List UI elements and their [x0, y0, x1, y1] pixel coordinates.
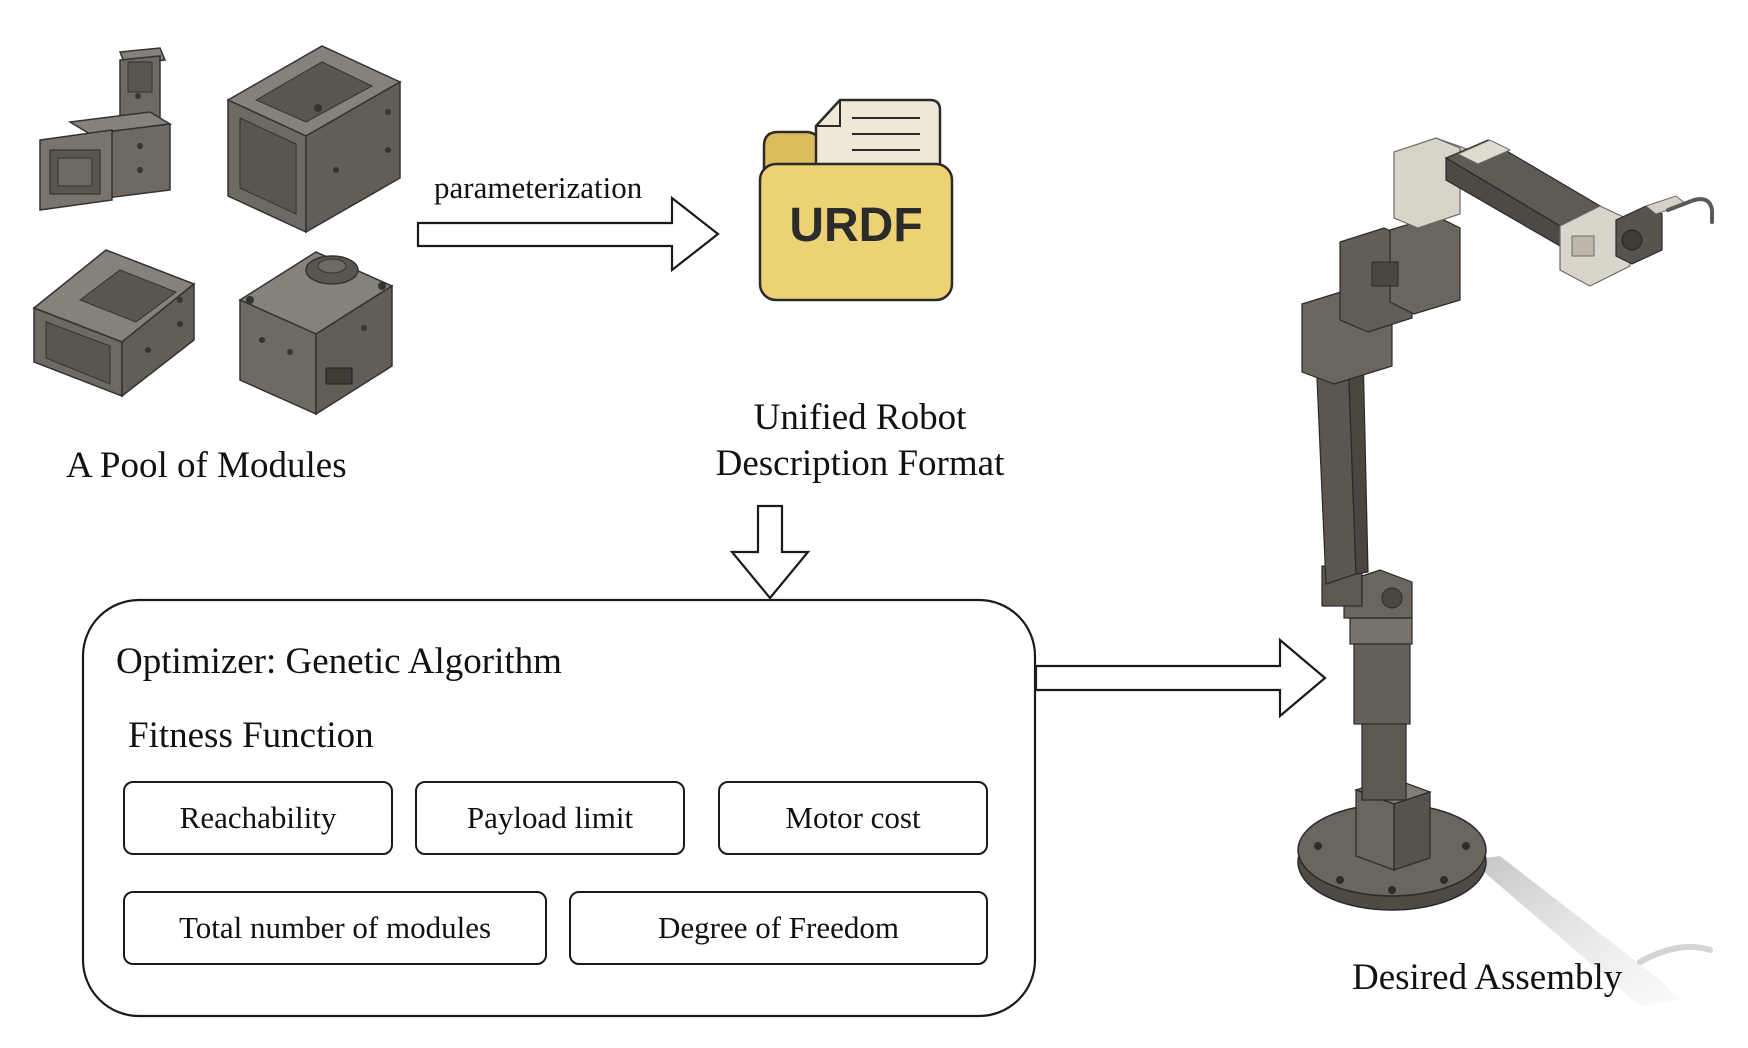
urdf-caption-line1: Unified Robot: [753, 397, 967, 438]
parameterization-arrow: [416, 195, 720, 273]
optimizer-title: Optimizer: Genetic Algorithm: [116, 641, 562, 682]
module-hollow-cube-icon: [226, 45, 402, 234]
criterion-payload-limit: Payload limit: [415, 781, 685, 855]
module-motor-icon: [238, 251, 394, 416]
criterion-motor-cost: Motor cost: [718, 781, 988, 855]
module-slot-cube-icon: [32, 249, 196, 398]
module-l-joint-icon: [39, 47, 173, 211]
parameterization-label: parameterization: [434, 170, 643, 205]
criterion-reachability: Reachability: [123, 781, 393, 855]
urdf-folder-icon: [758, 98, 954, 302]
desired-assembly-label: Desired Assembly: [1352, 957, 1623, 998]
robot-arm-assembly-image: [1297, 137, 1714, 1006]
urdf-to-optimizer-arrow: [729, 504, 811, 600]
pool-of-modules-label: A Pool of Modules: [66, 445, 347, 486]
module-pool-icons: [32, 45, 402, 416]
urdf-icon-text: URDF: [789, 199, 923, 252]
urdf-caption-line2: Description Format: [715, 443, 1005, 484]
fitness-function-title: Fitness Function: [128, 715, 374, 756]
optimizer-to-assembly-arrow: [1034, 637, 1327, 719]
criterion-total-modules: Total number of modules: [123, 891, 547, 965]
criterion-degree-of-freedom: Degree of Freedom: [569, 891, 988, 965]
